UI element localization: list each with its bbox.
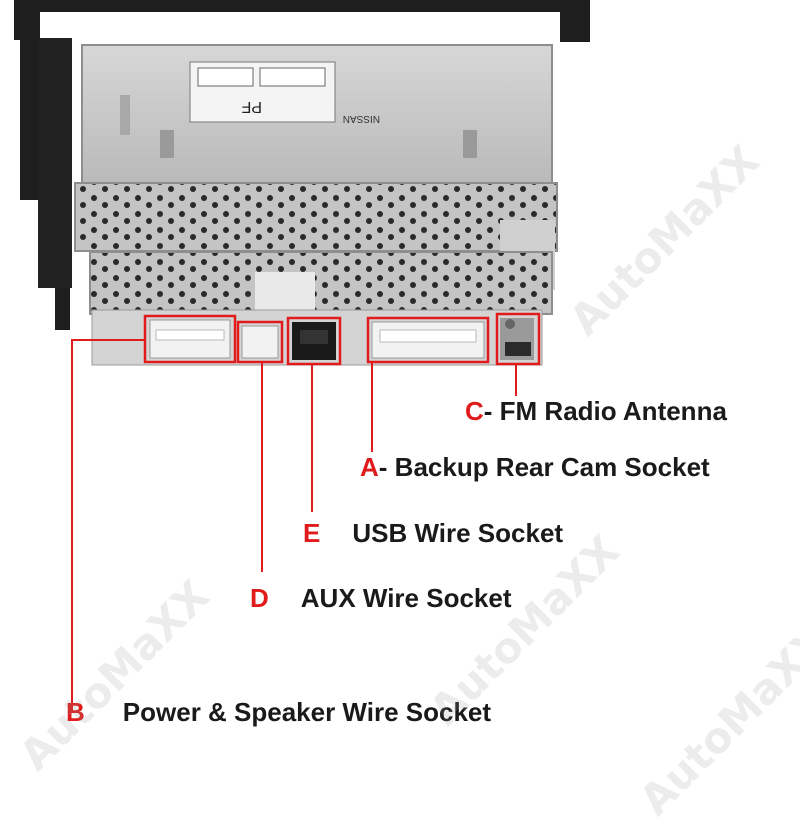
middle-housing bbox=[74, 182, 558, 252]
leader-b bbox=[71, 339, 145, 712]
diagram-stage: PF NISSAN bbox=[10, 0, 800, 825]
label-b-letter: B bbox=[66, 697, 85, 727]
label-d-letter: D bbox=[250, 583, 269, 613]
sticker-code: PF bbox=[241, 98, 262, 115]
label-d-text: AUX Wire Socket bbox=[300, 583, 512, 613]
connector-d bbox=[241, 325, 279, 359]
label-e-text: USB Wire Socket bbox=[352, 518, 564, 548]
label-e: E USB Wire Socket bbox=[303, 518, 563, 548]
label-a-text: - Backup Rear Cam Socket bbox=[378, 452, 710, 482]
label-a-letter: A bbox=[360, 452, 379, 482]
sticker-brand: NISSAN bbox=[343, 113, 380, 124]
label-a: A- Backup Rear Cam Socket bbox=[360, 452, 710, 482]
label-c: C- FM Radio Antenna bbox=[465, 396, 727, 426]
label-e-letter: E bbox=[303, 518, 321, 548]
head-unit-illustration: PF NISSAN bbox=[14, 0, 590, 712]
lower-housing bbox=[89, 251, 553, 315]
label-b-text: Power & Speaker Wire Socket bbox=[122, 697, 492, 727]
label-c-text: - FM Radio Antenna bbox=[483, 396, 727, 426]
label-d: D AUX Wire Socket bbox=[250, 583, 512, 613]
label-c-letter: C bbox=[465, 396, 484, 426]
bracket-left-arm bbox=[38, 38, 72, 288]
label-b: B Power & Speaker Wire Socket bbox=[66, 697, 491, 727]
callout-lines bbox=[71, 339, 517, 712]
